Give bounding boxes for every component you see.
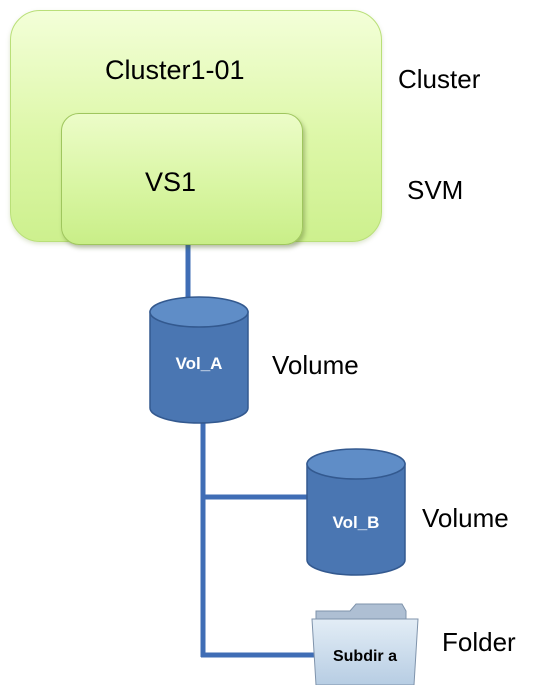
folder-side-label: Folder [442, 627, 516, 657]
cluster-side-label: Cluster [398, 64, 481, 94]
volume-a-node-label: Vol_A [175, 354, 223, 373]
cluster-node-label: Cluster1-01 [105, 55, 245, 85]
volume-a-side-label: Volume [272, 350, 359, 380]
svm-box [61, 113, 303, 245]
volume-a-cylinder-icon [149, 296, 249, 424]
svm-side-label: SVM [407, 175, 464, 205]
volume-b-node-label: Vol_B [332, 513, 380, 532]
svm-node-label: VS1 [145, 167, 197, 197]
volume-b-cylinder-icon [306, 448, 406, 576]
volume-b-side-label: Volume [422, 503, 509, 533]
folder-icon [311, 603, 419, 685]
folder-node-label: Subdir a [332, 648, 397, 665]
